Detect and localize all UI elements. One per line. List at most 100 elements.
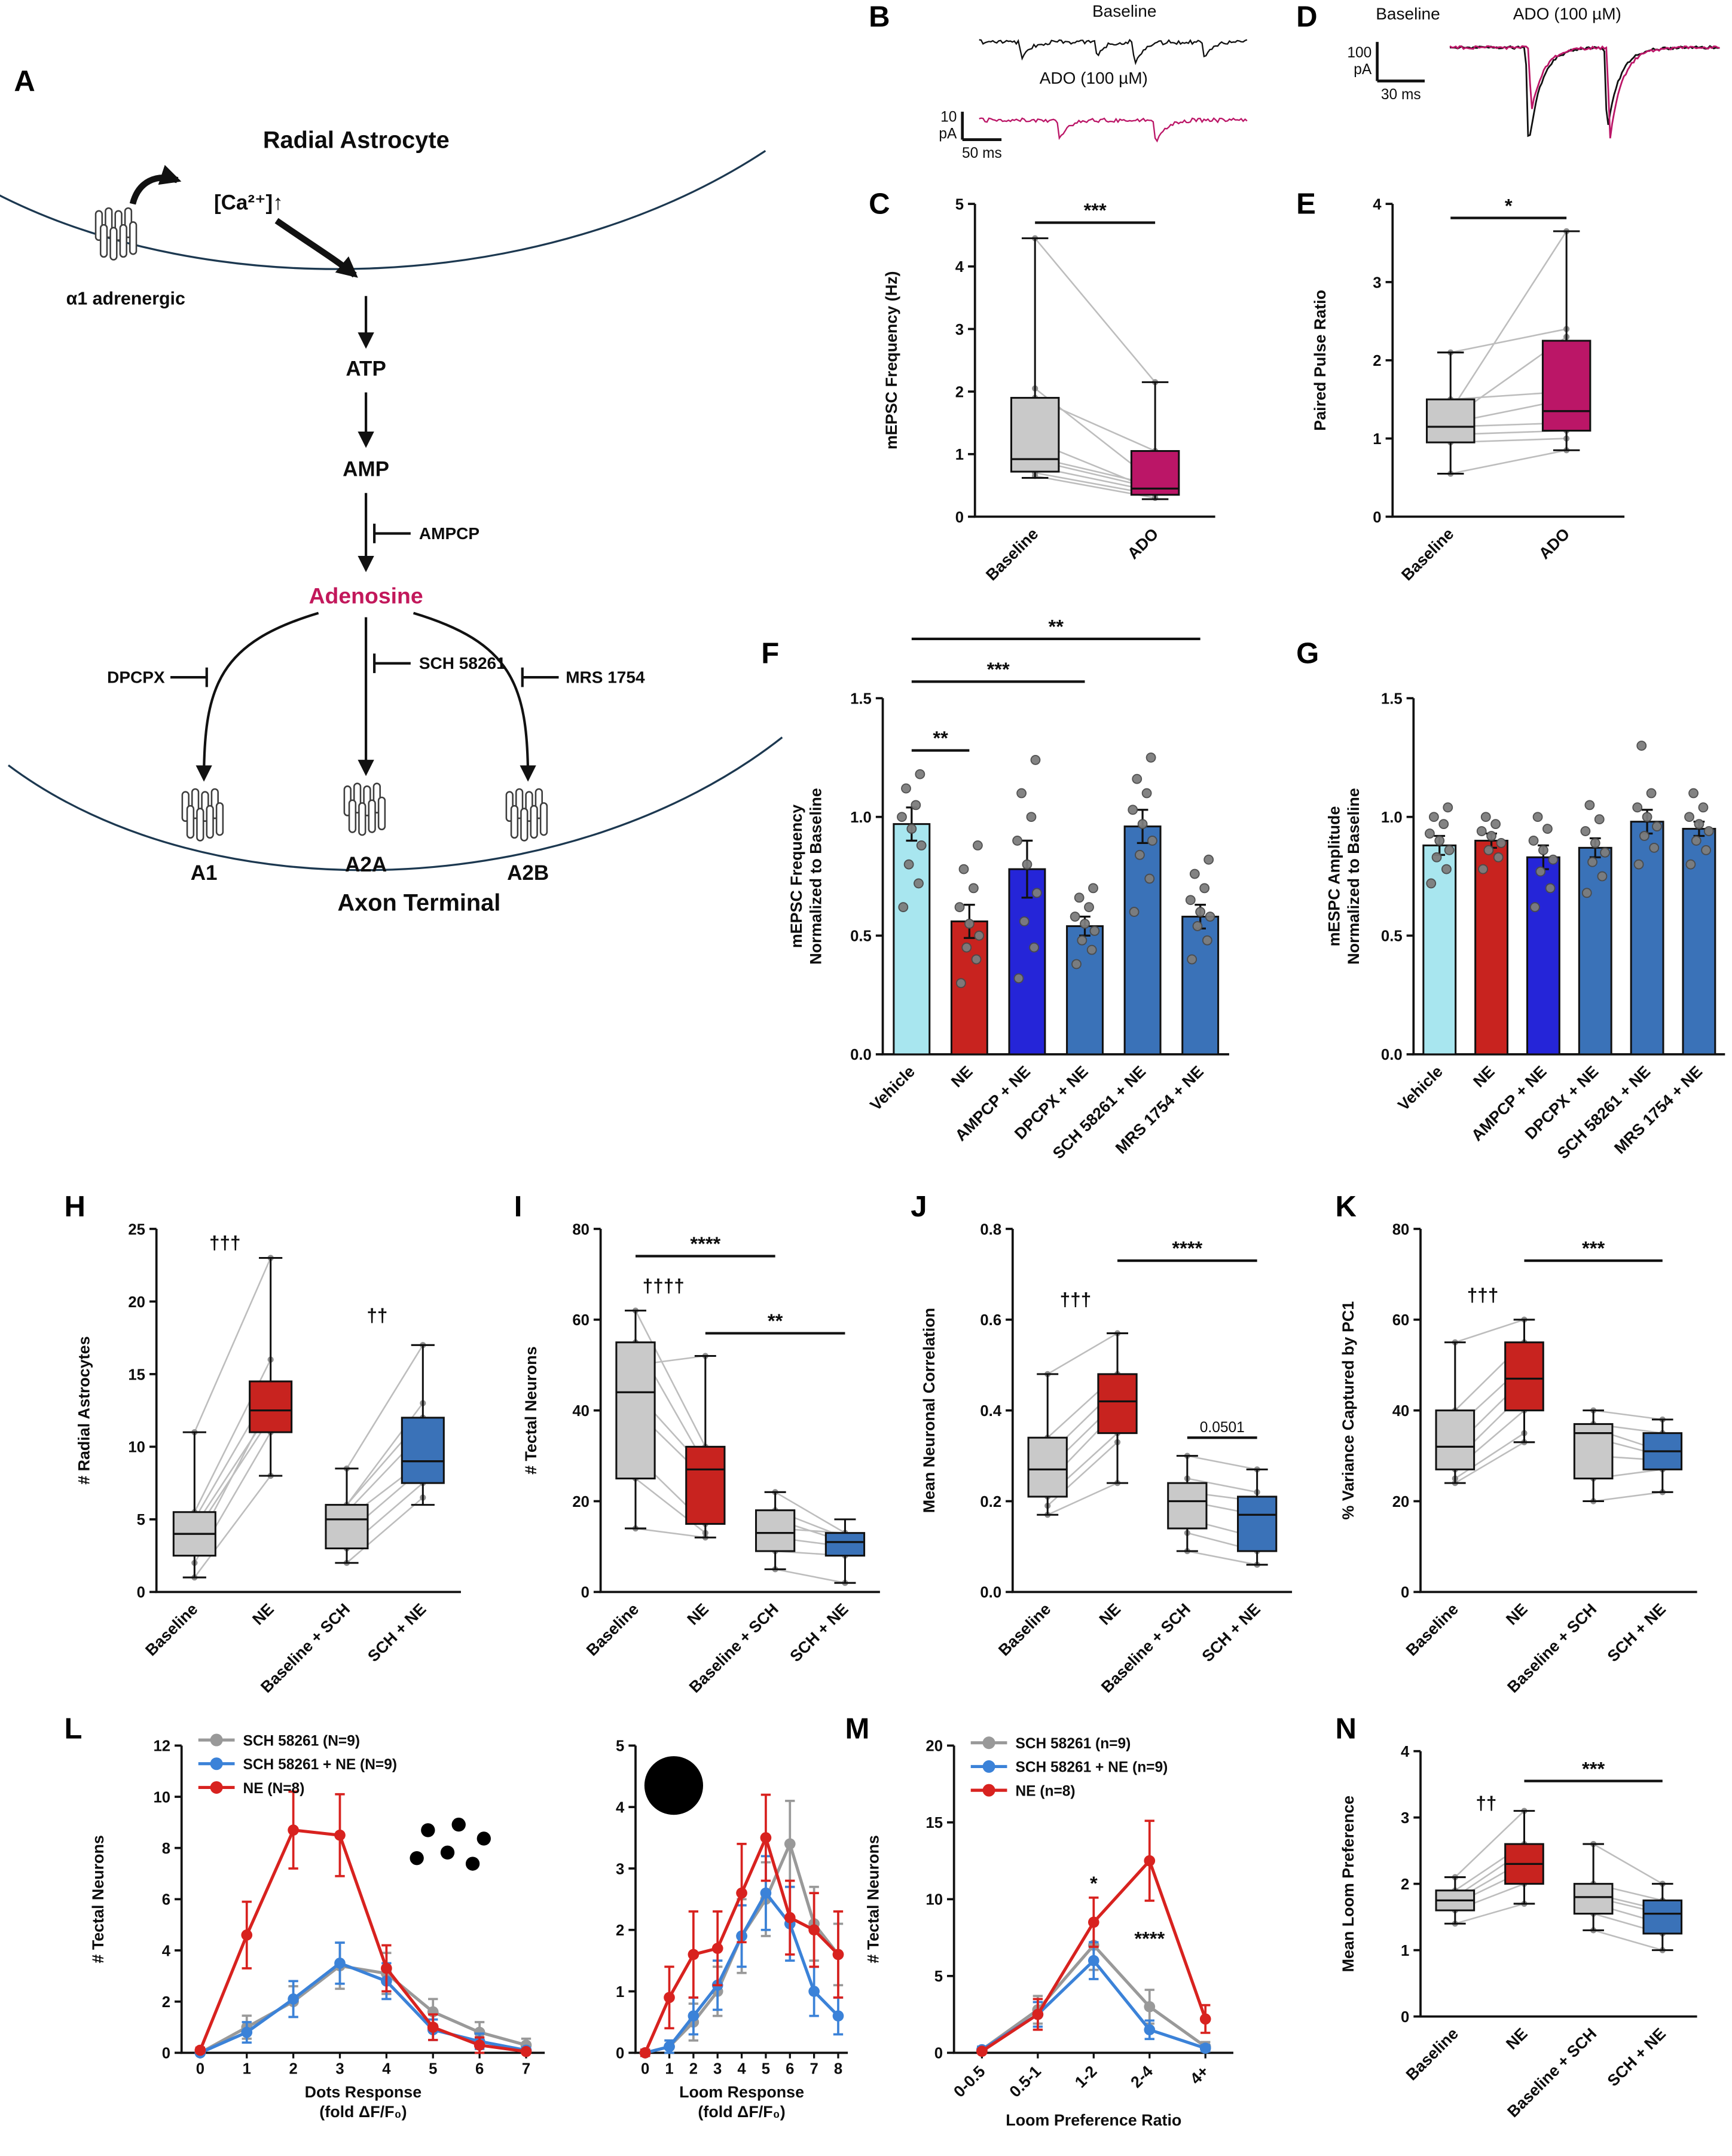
box-NE	[249, 1380, 293, 1433]
annotation: †††	[1467, 1284, 1499, 1305]
loom-stimulus-icon	[644, 1756, 703, 1815]
svg-text:60: 60	[1392, 1312, 1410, 1329]
svg-text:# Tectal Neurons: # Tectal Neurons	[89, 1835, 107, 1963]
svg-text:1: 1	[243, 2060, 251, 2077]
boxes	[1027, 1332, 1278, 1566]
svg-text:1.0: 1.0	[1381, 809, 1403, 826]
svg-text:4: 4	[616, 1800, 625, 1816]
svg-text:2-4: 2-4	[1127, 2062, 1156, 2091]
x-axis-label: Loom Preference Ratio	[1006, 2111, 1181, 2129]
a2b-label: A2B	[507, 861, 549, 885]
svg-text:SCH 58261 (N=9): SCH 58261 (N=9)	[243, 1733, 361, 1749]
significance: 0.0501	[1187, 1420, 1257, 1439]
svg-text:0.0501: 0.0501	[1200, 1420, 1245, 1436]
svg-text:***: ***	[1084, 199, 1107, 221]
panel-B-label: B	[869, 1, 890, 34]
box-SCH + NE	[1642, 1899, 1683, 1935]
svg-text:20: 20	[128, 1294, 145, 1311]
bar-Vehicle	[1422, 844, 1457, 1056]
svg-text:*: *	[1505, 194, 1513, 216]
svg-text:5: 5	[137, 1512, 145, 1528]
svg-text:40: 40	[1392, 1403, 1410, 1420]
svg-text:NE: NE	[1502, 1600, 1531, 1629]
panel-F-label: F	[761, 638, 780, 671]
svg-text:1.0: 1.0	[850, 809, 872, 826]
svg-text:Baseline: Baseline	[142, 1600, 201, 1659]
svg-text:8: 8	[834, 2060, 842, 2077]
svg-text:40: 40	[572, 1403, 589, 1420]
panel-A-label: A	[14, 65, 35, 98]
svg-text:***: ***	[1582, 1757, 1605, 1779]
svg-text:0: 0	[1401, 1585, 1409, 1601]
box-SCH + NE	[1237, 1496, 1278, 1552]
svg-text:Mean Neuronal Correlation: Mean Neuronal Correlation	[920, 1308, 938, 1513]
legend: SCH 58261 (n=9)SCH 58261 + NE (n=9)NE (n…	[970, 1736, 1168, 1799]
significance: **	[911, 616, 1201, 640]
bar-DPCPX + NE	[1578, 846, 1612, 1056]
svg-text:****: ****	[1172, 1237, 1202, 1259]
annotation: †††	[1060, 1289, 1092, 1310]
svg-text:0: 0	[196, 2060, 204, 2077]
a1-label: A1	[191, 861, 218, 885]
dpcpx-label: DPCPX	[107, 668, 165, 686]
box-Baseline + SCH	[325, 1504, 369, 1549]
svg-text:Paired Pulse Ratio: Paired Pulse Ratio	[1311, 290, 1329, 431]
svg-text:15: 15	[925, 1815, 943, 1831]
ado-trace-label: ADO (100 µM)	[1513, 5, 1621, 23]
svg-text:NE: NE	[683, 1600, 712, 1629]
bar-MRS 1754 + NE	[1181, 916, 1220, 1056]
svg-text:****: ****	[690, 1233, 720, 1255]
svg-text:2: 2	[1401, 1876, 1409, 1893]
svg-text:Baseline: Baseline	[1403, 1600, 1462, 1659]
svg-text:SCH + NE: SCH + NE	[1199, 1600, 1264, 1665]
svg-text:2: 2	[616, 1922, 624, 1939]
ado-trace	[979, 117, 1248, 143]
svg-text:4+: 4+	[1187, 2062, 1212, 2088]
svg-text:0: 0	[1373, 509, 1381, 526]
svg-text:NE: NE	[1096, 1600, 1125, 1629]
svg-text:0: 0	[1401, 2009, 1409, 2026]
panel-N-label: N	[1335, 1713, 1357, 1746]
significance: ***	[911, 658, 1085, 683]
x-axis-label: Dots Response	[305, 2083, 422, 2101]
box-Baseline	[615, 1341, 656, 1480]
svg-text:mEPSC Frequency: mEPSC Frequency	[787, 805, 805, 948]
svg-text:***: ***	[987, 658, 1010, 680]
scalebar-vertical-label: 100	[1347, 45, 1371, 61]
svg-text:2: 2	[162, 1994, 170, 2011]
paired-lines	[1452, 1808, 1666, 1953]
box-Baseline + SCH	[1573, 1883, 1614, 1915]
bar-NE	[950, 920, 988, 1056]
svg-text:5: 5	[955, 196, 964, 213]
calcium-label: [Ca²⁺]↑	[214, 191, 283, 214]
a1-receptor-icon	[181, 788, 224, 842]
scalebar-vertical-label: pA	[939, 126, 957, 142]
svg-text:3: 3	[1373, 274, 1381, 291]
svg-text:% Variance Captured by PC1: % Variance Captured by PC1	[1339, 1301, 1357, 1520]
boxes	[1010, 237, 1180, 500]
svg-text:MRS 1754 + NE: MRS 1754 + NE	[1611, 1062, 1706, 1157]
svg-text:NE: NE	[948, 1062, 976, 1091]
a2b-receptor-icon	[505, 788, 548, 842]
svg-text:0.4: 0.4	[980, 1403, 1001, 1420]
box-SCH + NE	[401, 1417, 445, 1484]
bar-NE	[1474, 839, 1509, 1056]
axon-terminal-membrane-line	[8, 736, 783, 871]
arrow-calcium-to-membrane	[274, 218, 358, 278]
dots-stimulus-icon	[410, 1817, 491, 1871]
box-ADO	[1130, 450, 1180, 496]
svg-text:7: 7	[522, 2060, 530, 2077]
